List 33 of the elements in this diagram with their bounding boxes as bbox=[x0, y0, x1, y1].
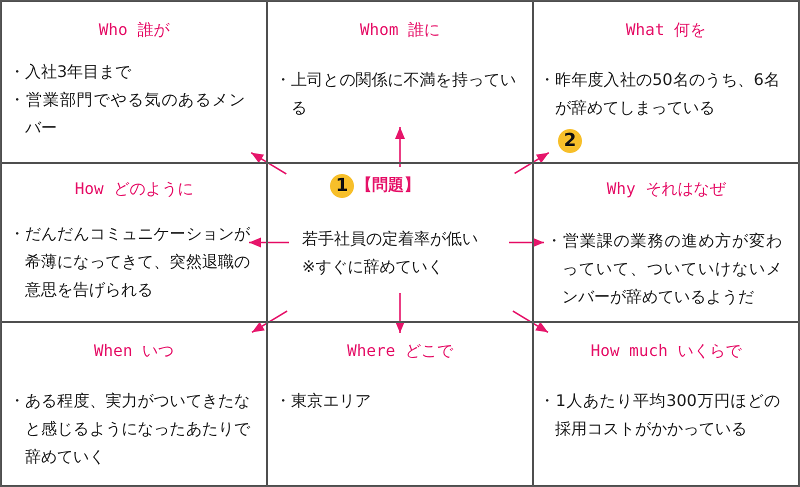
cell-heading: Where どこで bbox=[347, 341, 453, 361]
arrow bbox=[514, 152, 550, 174]
cell-heading: Why それはなぜ bbox=[606, 179, 726, 199]
arrow bbox=[509, 238, 544, 248]
cell-heading: How much いくらで bbox=[590, 341, 742, 361]
bullet-text: ・入社3年目まで bbox=[9, 61, 132, 83]
cell-heading: Whom 誰に bbox=[360, 20, 440, 40]
arrow bbox=[395, 127, 405, 167]
cell-heading: Who 誰が bbox=[98, 20, 170, 40]
bullet-text: ・上司との関係に不満を持っている bbox=[275, 69, 516, 119]
grid-cell bbox=[532, 321, 800, 487]
arrow bbox=[512, 310, 548, 333]
bullet-text: ・営業部門でやる気のあるメンバー bbox=[9, 89, 245, 139]
bullet-text: ・だんだんコミュニケーションが希薄になってきて、突然退職の意思を告げられる bbox=[9, 223, 250, 301]
arrow bbox=[249, 238, 289, 248]
bullet-text: ・昨年度入社の50名のうち、6名が辞めてしまっている bbox=[539, 69, 780, 119]
cell-heading: How どのように bbox=[74, 179, 194, 199]
grid-cell bbox=[0, 321, 268, 487]
arrow bbox=[252, 310, 288, 333]
cell-heading: When いつ bbox=[94, 341, 174, 361]
arrow bbox=[395, 293, 405, 333]
callout-number: 2 bbox=[558, 129, 582, 153]
bullet-text: ・ある程度、実力がついてきたなと感じるようになったあたりで辞めていく bbox=[9, 390, 250, 468]
cell-heading: What 何を bbox=[626, 20, 706, 40]
bullet-text: ・営業課の業務の進め方が変わっていて、ついていけないメンバーが辞めているようだ bbox=[546, 230, 782, 308]
bullet-text: ・1人あたり平均300万円ほどの採用コストがかかっている bbox=[539, 390, 780, 440]
grid-cell bbox=[0, 0, 268, 164]
bullet-text: ・東京エリア bbox=[275, 390, 372, 412]
statement-text: 若手社員の定着率が低い bbox=[302, 228, 479, 250]
cell-heading: 【問題】 bbox=[356, 175, 420, 195]
statement-text: ※すぐに辞めていく bbox=[302, 256, 444, 278]
callout-number: 1 bbox=[330, 174, 354, 198]
arrow bbox=[250, 152, 287, 175]
